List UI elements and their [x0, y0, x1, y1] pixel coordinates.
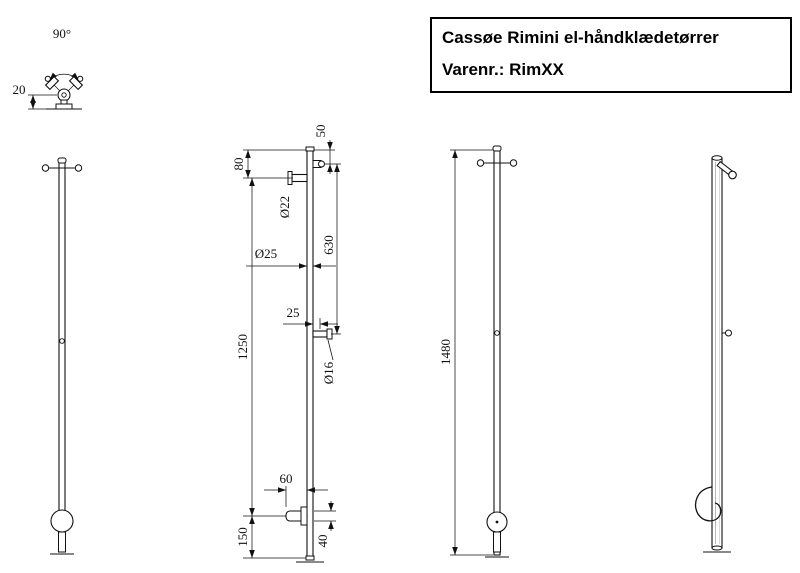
dim-20-label: 20: [13, 82, 26, 97]
product-title: Cassøe Rimini el-håndklædetørrer: [442, 28, 719, 47]
angle-arc: [48, 72, 80, 81]
dimensioned-side-view: 80 50 Ø22 630 Ø25 1250 25 Ø16 60 150 40: [231, 125, 341, 563]
dim-150-label: 150: [235, 527, 250, 547]
towel-knob-left: [476, 159, 485, 167]
dim-1250-label: 1250: [235, 334, 250, 360]
wall-bracket-upper: [291, 173, 308, 183]
title-block: Cassøe Rimini el-håndklædetørrer Varenr.…: [430, 17, 792, 93]
towel-knob-right: [509, 159, 518, 167]
towel-hook: [312, 330, 328, 338]
wall-plate: [55, 103, 73, 110]
dim-60-label: 60: [280, 471, 293, 486]
angle-detail-view: 20 90°: [13, 26, 84, 110]
rail: [493, 149, 501, 556]
rail: [306, 149, 314, 559]
bottom-curl-hook: [694, 486, 722, 522]
towel-knob-right: [74, 164, 83, 172]
dim-dia16-label: Ø16: [321, 361, 336, 384]
front-view-b: 1480: [438, 145, 518, 558]
control-knob: [50, 509, 74, 533]
rail-cross-section: [57, 88, 71, 102]
mid-knob: [725, 329, 732, 337]
dim-1480-label: 1480: [438, 339, 453, 365]
front-view-a: [41, 157, 83, 555]
dim-40-label: 40: [315, 535, 330, 548]
rail: [58, 161, 66, 551]
dim-dia22-label: Ø22: [277, 196, 292, 218]
dim-80-label: 80: [231, 158, 246, 171]
top-hook-knob: [728, 170, 737, 180]
dim-25-label: 25: [287, 305, 300, 320]
perspective-view: [694, 155, 737, 553]
mid-mount-point: [494, 330, 500, 336]
dim-50-label: 50: [313, 125, 328, 138]
product-number: Varenr.: RimXX: [442, 60, 564, 79]
dim-90deg-label: 90°: [53, 26, 71, 41]
mid-mount-point: [59, 338, 65, 344]
towel-knob-left: [41, 164, 50, 172]
rail: [711, 157, 723, 549]
dim-dia25-label: Ø25: [255, 246, 277, 261]
dim-630-label: 630: [321, 235, 336, 255]
